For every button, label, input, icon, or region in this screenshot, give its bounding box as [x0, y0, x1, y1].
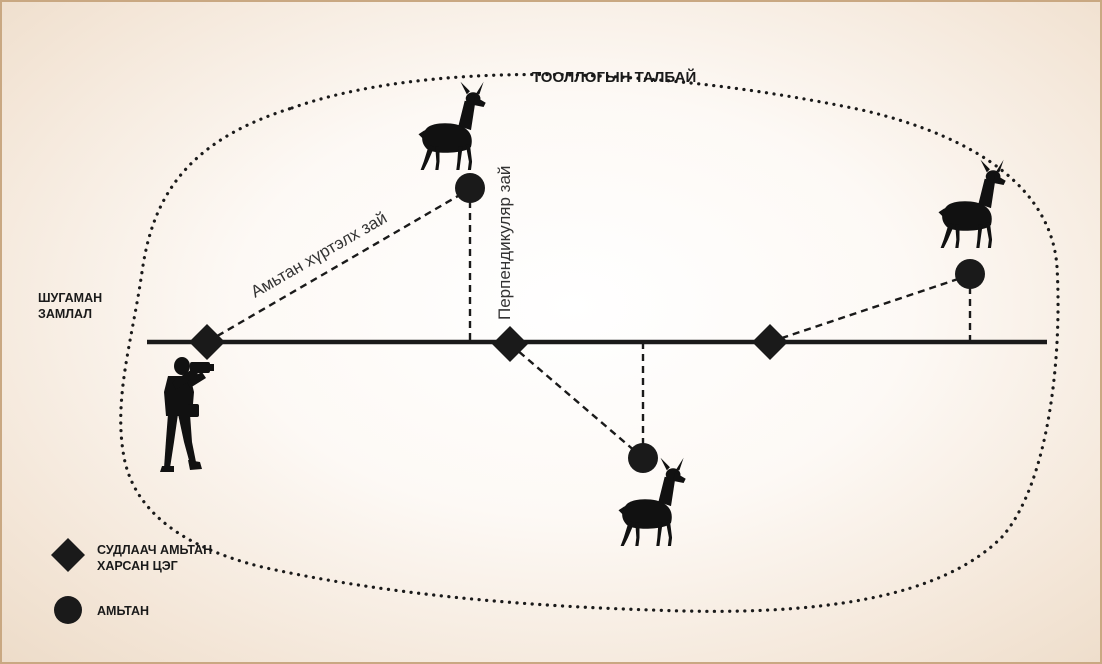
- legend-animal: АМЬТАН: [97, 604, 149, 618]
- census-area-boundary: [119, 72, 1060, 613]
- observer-point-3: [752, 324, 788, 360]
- deer-icon: [418, 81, 486, 170]
- legend: СУДЛААЧ АМЬТАН ХАРСАН ЦЭГ АМЬТАН: [51, 538, 212, 624]
- legend-circle-icon: [54, 596, 82, 624]
- sighting-distance-line-2: [509, 343, 644, 459]
- animal-point-1: [455, 173, 485, 203]
- observer-point-2: [492, 326, 528, 362]
- photographer-icon: [160, 357, 214, 472]
- animal-point-2: [628, 443, 658, 473]
- deer-icon: [938, 159, 1006, 248]
- legend-observer-point-line1: СУДЛААЧ АМЬТАН: [97, 543, 212, 557]
- deer-icon: [618, 457, 686, 546]
- legend-diamond-icon: [51, 538, 85, 572]
- sighting-distance-line-1: [206, 187, 471, 344]
- census-area-label: ТООЛЛОГЫН ТАЛБАЙ: [532, 68, 696, 86]
- legend-observer-point-line2: ХАРСАН ЦЭГ: [97, 559, 178, 573]
- transect-label-line2: ЗАМЛАЛ: [38, 307, 92, 321]
- distance-to-animal-label: Амьтан хүртэлх зай: [248, 208, 391, 301]
- perpendicular-distance-label: Перпендикуляр зай: [495, 166, 514, 320]
- animal-point-3: [955, 259, 985, 289]
- transect-label-line1: ШУГАМАН: [38, 291, 102, 305]
- sighting-distance-line-3: [769, 273, 971, 344]
- observer-point-1: [189, 324, 225, 360]
